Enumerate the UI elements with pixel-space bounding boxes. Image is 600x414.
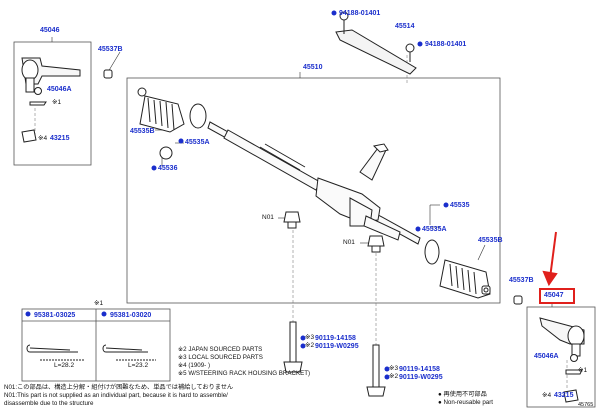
label-45535b-right[interactable]: 45535B (478, 237, 503, 244)
note-bracket: ※5 W/STEERING RACK HOUSING BRACKET) (178, 370, 311, 377)
label-43215-left[interactable]: 43215 (50, 135, 70, 142)
code3-b: ※3 (389, 365, 399, 372)
label-45536[interactable]: 45536 (158, 165, 178, 172)
note-local-sourced: ※3 LOCAL SOURCED PARTS (178, 354, 263, 361)
label-90119-14158-b[interactable]: 90119-14158 (399, 366, 440, 373)
code2-b: ※2 (389, 373, 399, 380)
label-45510[interactable]: 45510 (303, 64, 323, 71)
label-45537b-left[interactable]: 45537B (98, 46, 123, 53)
highlight-box-45047 (539, 288, 575, 304)
table-note1: ※1 (94, 300, 104, 307)
cap-45537b-right (513, 295, 523, 305)
left-tie-rod-box (13, 41, 92, 166)
right-tie-rod-box (526, 306, 596, 408)
mount-bolt-right (366, 344, 386, 397)
figure-id: 45765 (578, 402, 594, 408)
right-boot-assembly (424, 239, 491, 299)
note-reuse-jp: ● 再使用不可部品 (438, 391, 487, 398)
label-l-23: L=23.2 (128, 362, 149, 369)
label-45535b-left[interactable]: 45535B (130, 128, 155, 135)
note-date-1909: ※4 (1909- ) (178, 362, 211, 369)
code3-a: ※3 (305, 334, 315, 341)
label-n01-a: N01 (262, 214, 274, 221)
label-43215-right[interactable]: 43215 (554, 392, 574, 399)
label-l-28: L=28.2 (54, 362, 75, 369)
label-45535a-left[interactable]: 45535A (185, 139, 210, 146)
bolt-n01-right (367, 235, 385, 253)
right-tie-rod-end (539, 317, 585, 403)
note-japan-sourced: ※2 JAPAN SOURCED PARTS (178, 346, 263, 353)
label-45046a-left[interactable]: 45046A (47, 86, 72, 93)
label-45047[interactable]: 45047 (544, 292, 564, 299)
label-45514[interactable]: 45514 (395, 23, 415, 30)
left-boot-assembly (137, 87, 207, 160)
label-45537b-right[interactable]: 45537B (509, 277, 534, 284)
cotter-pin-a (26, 344, 84, 361)
note-n01-jp: N01:この部品は、構造上分解・組付けが困難なため、単品では補給しておりません (4, 384, 234, 391)
label-90119-14158-a[interactable]: 90119-14158 (315, 335, 356, 342)
label-94188-top[interactable]: 94188-01401 (339, 10, 381, 17)
label-45046a-right[interactable]: 45046A (534, 353, 559, 360)
label-95381-03020[interactable]: 95381-03020 (110, 312, 152, 319)
label-45535-right[interactable]: 45535 (450, 202, 470, 209)
label-45535a-right[interactable]: 45535A (422, 226, 447, 233)
note4-left: ※4 (38, 135, 48, 142)
note1-right: ※1 (578, 367, 588, 374)
code2-a: ※2 (305, 342, 315, 349)
label-94188-mid[interactable]: 94188-01401 (425, 41, 467, 48)
note1-left: ※1 (52, 99, 62, 106)
cotter-pin-b (102, 344, 156, 361)
label-90119-w0295-b[interactable]: 90119-W0295 (399, 374, 443, 381)
rack-housing (207, 121, 421, 245)
cap-45537b-left (103, 69, 113, 79)
label-45046[interactable]: 45046 (40, 27, 60, 34)
note-n01-en2: disassemble due to the structure (4, 400, 94, 407)
main-rack-box (126, 77, 501, 304)
mount-bolt-left (283, 321, 303, 373)
label-n01-b: N01 (343, 239, 355, 246)
note4-right: ※4 (542, 392, 552, 399)
note-n01-en1: N01:This part is not supplied as an indi… (4, 392, 228, 399)
highlight-arrow (542, 231, 558, 287)
label-90119-w0295-a[interactable]: 90119-W0295 (315, 343, 359, 350)
bracket-45514 (335, 11, 417, 75)
note-reuse-en: ● Non-reusable part (438, 399, 493, 406)
label-95381-03025[interactable]: 95381-03025 (34, 312, 76, 319)
bolt-n01-left (283, 211, 301, 229)
left-tie-rod-end (21, 57, 81, 143)
